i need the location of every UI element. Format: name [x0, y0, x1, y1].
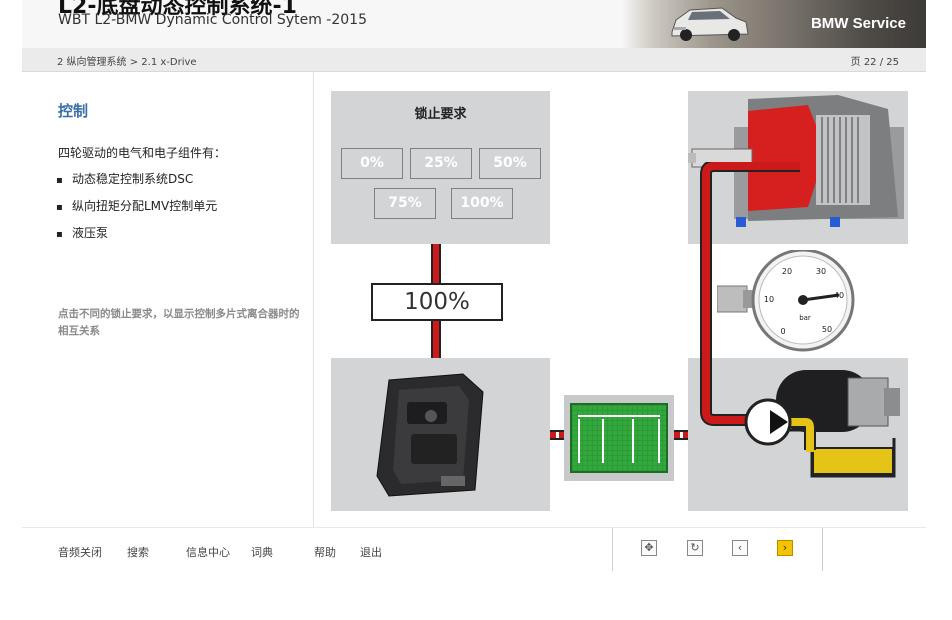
footer-toolbar: 音频关闭 搜索 信息中心 词典 帮助 退出 ✥ ↻ ‹ › [22, 527, 926, 571]
header: L2-底盘动态控制系统-1 WBT L2-BMW Dynamic Control… [22, 0, 926, 48]
breadcrumb: 2 纵向管理系统 > 2.1 x-Drive [57, 57, 197, 68]
gauge-tick-label: 10 [764, 295, 774, 304]
navigation-icon[interactable]: ✥ [641, 540, 657, 556]
divider [612, 528, 613, 571]
brand-label: BMW Service [810, 15, 906, 32]
transfer-case-image [688, 95, 904, 227]
glossary-button[interactable]: 词典 [251, 546, 273, 559]
exit-button[interactable]: 退出 [360, 546, 382, 559]
gauge-unit-label: bar [799, 314, 811, 322]
breadcrumb-bar: 2 纵向管理系统 > 2.1 x-Drive 页 22 / 25 [22, 48, 926, 72]
option-100-button[interactable]: 100% [451, 188, 513, 219]
diagram-area: 锁止要求 0% 25% 50% 75% 100% 100% [314, 72, 926, 527]
hydraulic-pump-panel [688, 358, 908, 511]
gauge-needle [802, 293, 840, 302]
list-item: 动态稳定控制系统DSC [56, 170, 217, 197]
pump-symbol [744, 398, 792, 446]
option-50-button[interactable]: 50% [479, 148, 541, 179]
divider [822, 528, 823, 571]
search-button[interactable]: 搜索 [127, 546, 149, 559]
list-item: 纵向扭矩分配LMV控制单元 [56, 197, 217, 224]
audio-off-button[interactable]: 音频关闭 [58, 546, 102, 559]
selected-value-display: 100% [371, 283, 503, 321]
page-subtitle: WBT L2-BMW Dynamic Control Sytem -2015 [58, 12, 367, 28]
clutch-graphic [570, 403, 668, 473]
instruction-text: 点击不同的锁止要求，以显示控制多片式离合器时的相互关系 [58, 308, 300, 337]
signal-line [674, 430, 688, 440]
option-0-button[interactable]: 0% [341, 148, 403, 179]
gauge-tick-label: 20 [782, 267, 792, 276]
option-75-button[interactable]: 75% [374, 188, 436, 219]
info-center-button[interactable]: 信息中心 [186, 546, 230, 559]
list-item: 液压泵 [56, 224, 217, 251]
component-list: 动态稳定控制系统DSC 纵向扭矩分配LMV控制单元 液压泵 [56, 170, 217, 251]
multi-disc-clutch-panel [564, 395, 674, 481]
signal-line [550, 430, 564, 440]
gauge-tick-label: 30 [816, 267, 826, 276]
gauge-tick-label: 50 [822, 325, 832, 334]
text-panel: 控制 四轮驱动的电气和电子组件有： 动态稳定控制系统DSC 纵向扭矩分配LMV控… [22, 72, 314, 527]
intro-text: 四轮驱动的电气和电子组件有： [58, 146, 227, 160]
next-icon[interactable]: › [777, 540, 793, 556]
reload-icon[interactable]: ↻ [687, 540, 703, 556]
pressure-gauge: 0 10 20 30 40 50 bar [717, 250, 855, 352]
lock-request-title: 锁止要求 [414, 107, 467, 122]
hydraulic-circuit [700, 162, 896, 478]
control-unit-panel [331, 358, 550, 511]
lock-request-panel: 锁止要求 0% 25% 50% 75% 100% [331, 91, 550, 244]
previous-icon[interactable]: ‹ [732, 540, 748, 556]
page-title: L2-底盘动态控制系统-1 [58, 0, 297, 19]
header-photo: BMW Service [622, 0, 926, 48]
help-button[interactable]: 帮助 [314, 546, 336, 559]
section-title: 控制 [58, 102, 89, 120]
control-unit-image [376, 373, 484, 497]
car-image [671, 7, 749, 41]
transfer-case-panel [688, 91, 908, 244]
page-indicator: 页 22 / 25 [850, 57, 899, 68]
gauge-tick-label: 0 [780, 327, 785, 336]
option-25-button[interactable]: 25% [410, 148, 472, 179]
